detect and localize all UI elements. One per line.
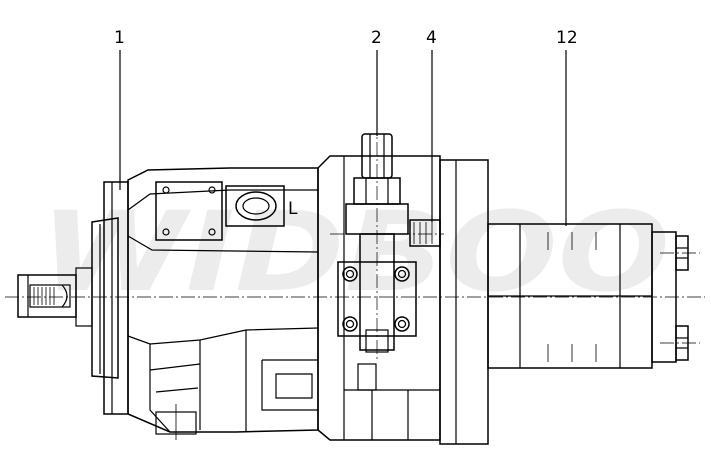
gear-pump [439,159,700,445]
callout-1: 1 [114,28,125,190]
callout-2: 2 [371,28,382,136]
callout-4: 4 [426,28,437,222]
callout-12: 12 [556,28,578,226]
watermark: WIDBOO [40,188,670,316]
drive-shaft [17,267,93,327]
mounting-flange [91,181,129,415]
port-l-label: L [288,199,298,219]
callout-2-label: 2 [371,28,382,48]
callout-1-label: 1 [114,28,125,48]
callout-4-label: 4 [426,28,437,48]
callout-12-label: 12 [556,28,578,48]
valve-section [317,120,444,441]
port-l: L [225,185,298,227]
